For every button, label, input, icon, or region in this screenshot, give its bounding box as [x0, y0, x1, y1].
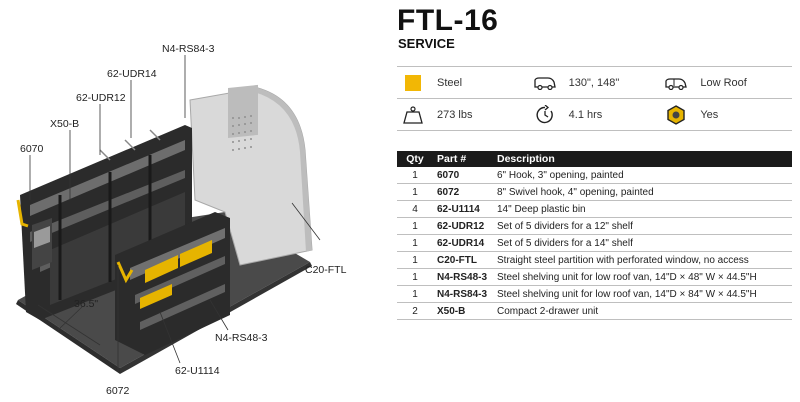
spec-row: Steel 130", 148" Low Roof [397, 66, 792, 98]
callout-62-udr12: 62-UDR12 [76, 92, 126, 104]
row-qty: 1 [397, 234, 433, 252]
callout-leaders [29, 55, 321, 372]
spec-weight-value: 273 lbs [437, 108, 473, 121]
row-qty: 4 [397, 200, 433, 218]
spec-van-length-value: 130", 148" [568, 76, 620, 89]
row-qty: 1 [397, 285, 433, 303]
product-subtitle: SERVICE [398, 36, 455, 51]
van-icon [533, 73, 557, 93]
callout-x50-b: X50-B [50, 118, 80, 130]
hook-6072 [116, 261, 134, 284]
spec-row: 273 lbs 4.1 hrs Yes [397, 98, 792, 131]
partition-c20-ftl [189, 84, 313, 266]
callout-62-u1114: 62-U1114 [175, 365, 220, 377]
spec-hardware-value: Yes [700, 108, 719, 121]
spec-material: Steel [397, 67, 529, 98]
row-part-number: C20-FTL [433, 251, 493, 269]
shelving-unit-n4-rs48-3 [115, 212, 230, 355]
row-qty: 1 [397, 183, 433, 201]
callout-c20-ftl: C20-FTL [305, 264, 347, 276]
row-qty: 2 [397, 302, 433, 320]
row-description: Steel shelving unit for low roof van, 14… [493, 285, 792, 303]
row-part-number: 6070 [433, 167, 493, 184]
callout-n4-rs48-3: N4-RS48-3 [215, 332, 268, 344]
hook-6070 [16, 199, 29, 228]
row-part-number: N4-RS84-3 [433, 285, 493, 303]
row-part-number: N4-RS48-3 [433, 268, 493, 286]
spec-install-time: 4.1 hrs [529, 99, 661, 130]
weight-icon [401, 105, 425, 125]
column-header-qty: Qty [397, 151, 433, 167]
spec-roof: Low Roof [660, 67, 792, 98]
shelving-unit-n4-rs84-3 [20, 125, 192, 320]
row-description: Compact 2-drawer unit [493, 302, 792, 320]
row-part-number: 62-U1114 [433, 200, 493, 218]
callout-dimension: 36.5" [74, 298, 99, 310]
callout-62-udr14: 62-UDR14 [107, 68, 157, 80]
row-qty: 1 [397, 268, 433, 286]
row-description: Steel shelving unit for low roof van, 14… [493, 268, 792, 286]
row-part-number: 6072 [433, 183, 493, 201]
product-title: FTL-16 [397, 4, 499, 37]
row-description: 6" Hook, 3" opening, painted [493, 167, 792, 184]
spec-grid: Steel 130", 148" Low Roof 273 lbs 4.1 [397, 66, 792, 131]
callout-6070: 6070 [20, 143, 44, 155]
spec-van-length: 130", 148" [529, 67, 661, 98]
spec-material-value: Steel [437, 76, 463, 89]
hex-bolt-icon [664, 104, 688, 125]
column-header-part: Part # [433, 151, 493, 167]
spec-weight: 273 lbs [397, 99, 529, 130]
install-time-icon [533, 104, 557, 125]
row-description: Straight steel partition with perforated… [493, 251, 792, 269]
row-description: Set of 5 dividers for a 14" shelf [493, 234, 792, 252]
spec-hardware: Yes [660, 99, 792, 130]
row-part-number: X50-B [433, 302, 493, 320]
row-qty: 1 [397, 217, 433, 235]
drawer-unit-x50-b [32, 218, 52, 270]
column-header-description: Description [493, 151, 792, 167]
product-illustration [16, 55, 321, 374]
row-description: Set of 5 dividers for a 12" shelf [493, 217, 792, 235]
row-part-number: 62-UDR14 [433, 234, 493, 252]
row-qty: 1 [397, 251, 433, 269]
row-part-number: 62-UDR12 [433, 217, 493, 235]
spec-roof-value: Low Roof [700, 76, 747, 89]
row-description: 14" Deep plastic bin [493, 200, 792, 218]
spec-install-time-value: 4.1 hrs [568, 108, 603, 121]
row-description: 8" Swivel hook, 4" opening, painted [493, 183, 792, 201]
material-swatch-icon [401, 73, 425, 93]
row-qty: 1 [397, 167, 433, 184]
table-header-row: Qty Part # Description [397, 151, 792, 167]
van-roof-icon [664, 73, 688, 93]
callout-6072: 6072 [106, 385, 130, 397]
callout-n4-rs84-3: N4-RS84-3 [162, 43, 215, 55]
